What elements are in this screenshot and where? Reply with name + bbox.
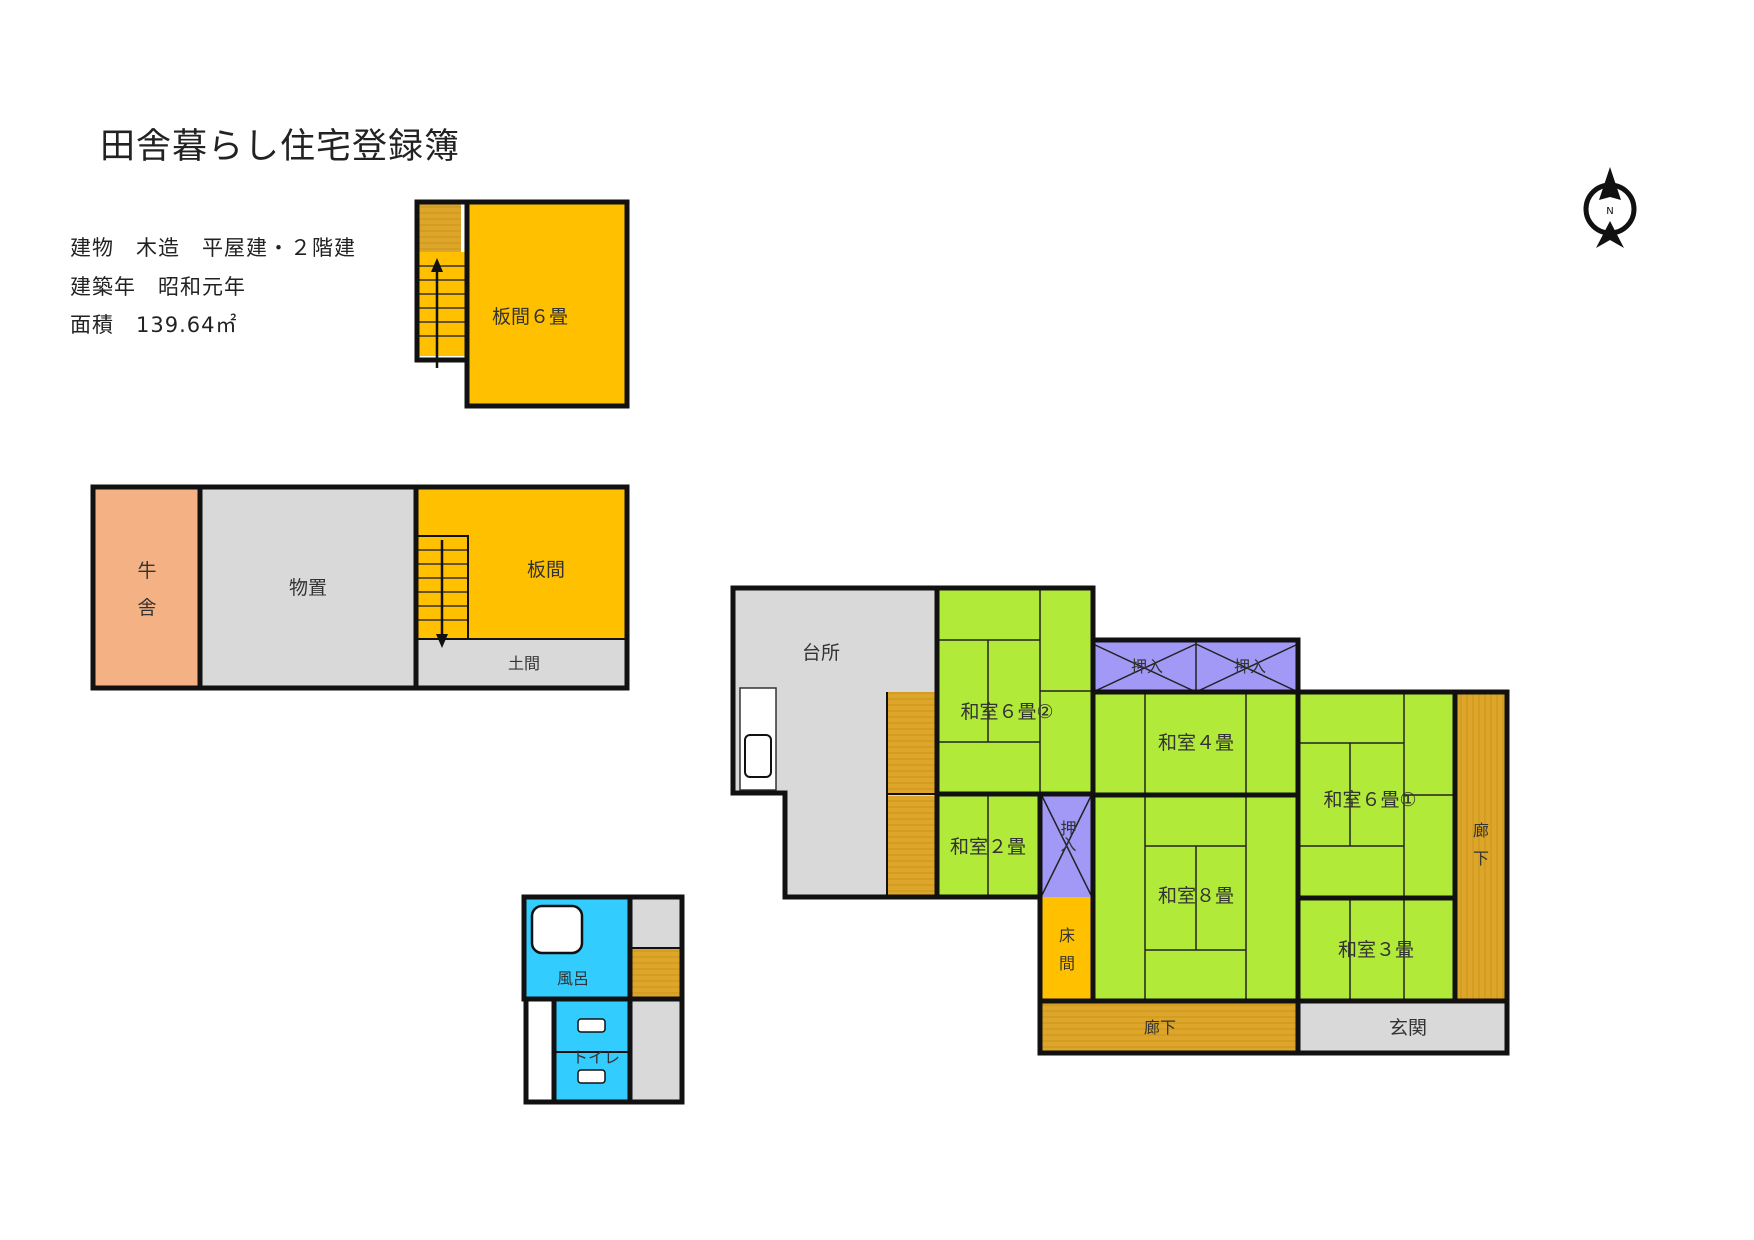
stair-treads-upper [417, 265, 467, 337]
tatami-3 [1349, 898, 1405, 1001]
page-title: 田舎暮らし住宅登録簿 [100, 127, 461, 167]
corridor-right [1455, 692, 1507, 1001]
bathtub [530, 904, 584, 955]
room-doma [416, 639, 627, 688]
tatami-6-1 [1298, 692, 1455, 898]
label-corridor-r1: 廊 [1473, 821, 1489, 840]
label-washitsu-6-2: 和室６畳② [960, 701, 1053, 723]
label-barn-2: 舎 [137, 597, 156, 619]
label-oshiire-a: 押入 [1131, 657, 1163, 676]
bath-wood [630, 948, 680, 999]
label-barn-1: 牛 [137, 560, 156, 582]
kitchen-wood-lower [887, 796, 937, 897]
label-washitsu-4: 和室４畳 [1158, 732, 1234, 754]
info-area: 面積 139.64㎡ [70, 313, 238, 337]
toilet-fixture-2 [577, 1069, 606, 1084]
room-wood-6 [467, 202, 627, 406]
tatami-4 [1144, 692, 1247, 795]
outbuilding-lower: 牛 舎 物置 板間 土間 [90, 484, 630, 691]
label-corridor-bottom: 廊下 [1144, 1018, 1176, 1037]
label-bath: 風呂 [557, 969, 589, 988]
room-storage [200, 487, 416, 688]
toilet-gray [630, 999, 680, 1102]
label-tokonoma-1: 床 [1059, 926, 1075, 945]
label-toilet: トイレ [572, 1048, 620, 1067]
label-doma: 土間 [508, 654, 540, 673]
label-corridor-r2: 下 [1473, 849, 1489, 868]
label-oshiire-b: 押入 [1234, 657, 1266, 676]
label-tokonoma-2: 間 [1059, 954, 1075, 973]
bathhouse: 風呂 トイレ [521, 894, 685, 1105]
room-toilet [554, 999, 630, 1102]
room-washitsu-4 [1093, 692, 1298, 795]
info-structure: 建物 木造 平屋建・２階建 [70, 236, 356, 260]
main-house: 台所 和室６畳② 押入 押入 和室４畳 和室２畳 押入 和室８畳 和室６畳① 和… [730, 585, 1510, 1056]
label-kitchen: 台所 [802, 642, 840, 664]
kitchen-wood-upper [887, 692, 937, 794]
room-barn [93, 487, 200, 688]
compass-label: N [1606, 206, 1613, 217]
label-oshiire-c: 押入 [1058, 820, 1077, 852]
label-wood-floor: 板間 [527, 559, 565, 581]
tokonoma [1040, 897, 1093, 1001]
label-washitsu-6-1: 和室６畳① [1323, 789, 1416, 811]
room-genkan [1298, 1001, 1507, 1053]
label-storage: 物置 [289, 577, 327, 599]
tatami-8 [1144, 795, 1247, 1001]
bath-white-strip [526, 999, 554, 1102]
tatami-6-2 [937, 588, 1093, 794]
outbuilding-upper: 板間６畳 [414, 199, 630, 409]
stair-arrowhead-down [436, 634, 448, 648]
info-year: 建築年 昭和元年 [70, 275, 246, 299]
closet-top-cross [1092, 640, 1299, 693]
closet-mid-cross [1041, 795, 1092, 896]
label-genkan: 玄関 [1389, 1017, 1427, 1039]
compass-icon: N [1583, 167, 1637, 248]
room-washitsu-3 [1298, 898, 1455, 1001]
staircase-upper [417, 252, 467, 356]
toilet-fixture-1 [577, 1018, 606, 1033]
label-wood-6: 板間６畳 [492, 306, 568, 328]
bath-gray-top [630, 897, 680, 948]
stair-arrowhead-up [431, 258, 443, 272]
label-washitsu-8: 和室８畳 [1158, 885, 1234, 907]
corridor-bottom [1040, 1001, 1298, 1053]
kitchen-sink [744, 734, 772, 778]
stair-landing [417, 202, 461, 252]
label-washitsu-3: 和室３畳 [1338, 939, 1414, 961]
label-washitsu-2: 和室２畳 [950, 836, 1026, 858]
